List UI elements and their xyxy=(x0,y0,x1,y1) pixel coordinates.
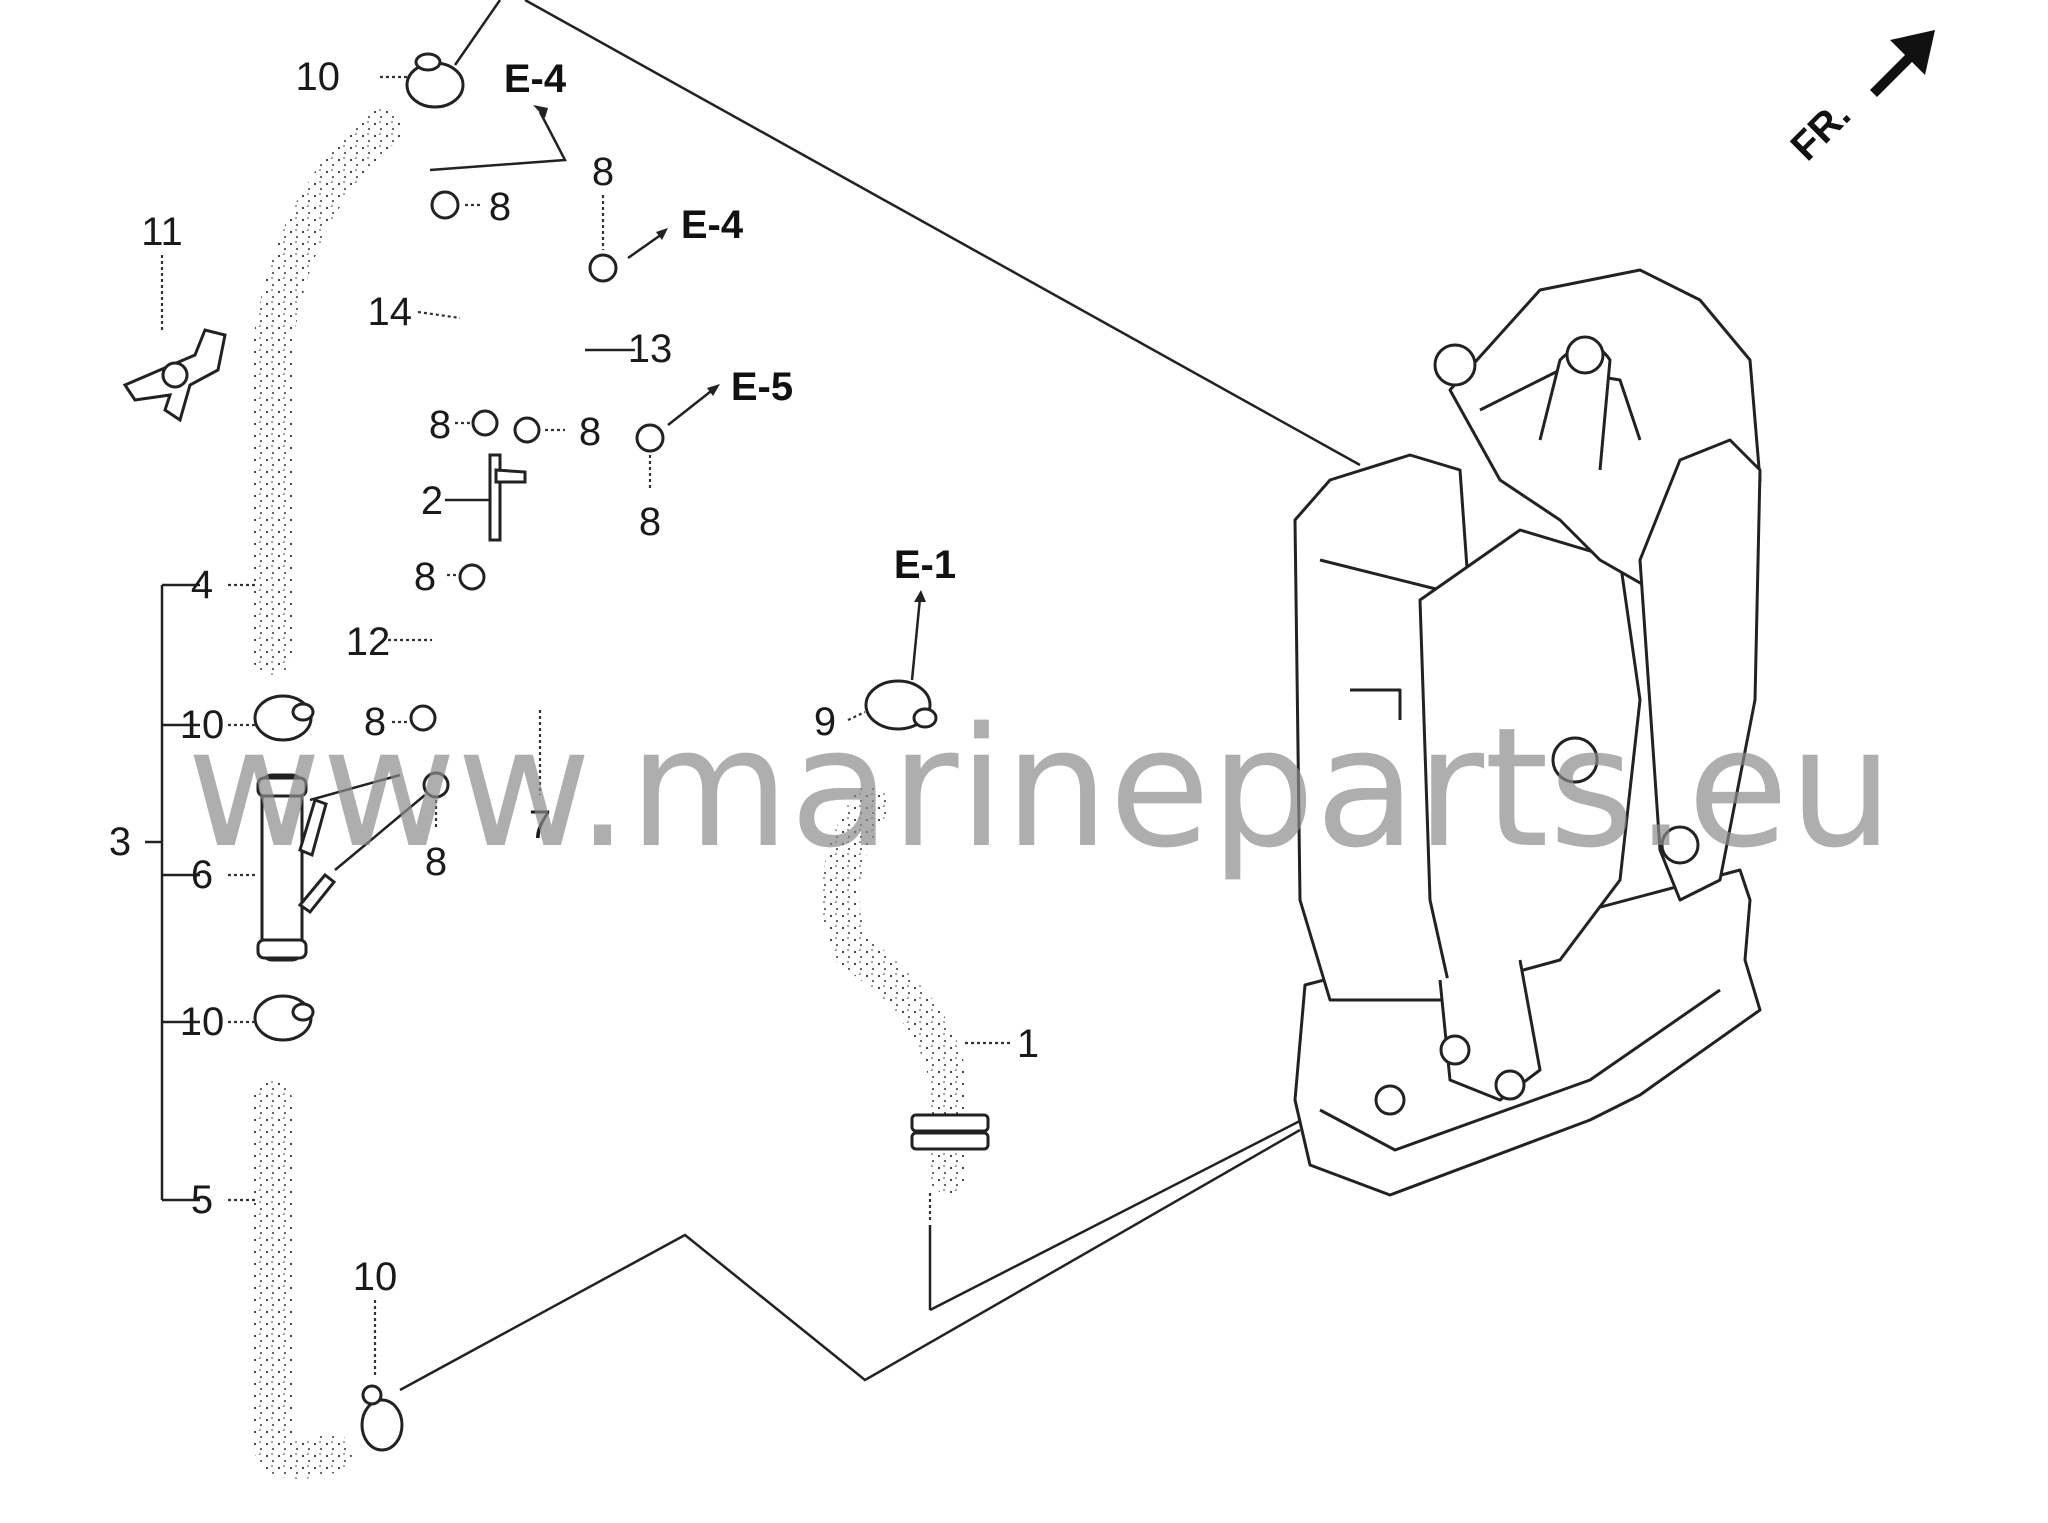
watermark: www.marineparts.eu xyxy=(187,692,1894,884)
reference-labels: E-4 E-4 E-5 E-1 xyxy=(504,57,956,587)
clamp-10-upper xyxy=(253,694,315,742)
front-label: FR. xyxy=(1782,92,1859,169)
joint-6 xyxy=(256,773,337,962)
callout-8: 8 xyxy=(425,840,447,884)
hose-1 xyxy=(818,780,990,1200)
hose-5 xyxy=(251,1074,356,1484)
callout-8: 8 xyxy=(414,555,436,599)
callout-8: 8 xyxy=(364,700,386,744)
callout-13: 13 xyxy=(628,327,673,371)
front-direction-arrow: FR. xyxy=(1782,30,1935,169)
callout-3: 3 xyxy=(109,820,131,864)
callout-10: 10 xyxy=(180,703,225,747)
callout-2: 2 xyxy=(421,479,443,523)
ref-e4-top: E-4 xyxy=(504,57,567,101)
callout-numbers: 10 11 8 8 14 13 8 8 8 2 8 12 8 8 7 4 10 … xyxy=(109,55,1039,1299)
clamps-8 xyxy=(409,190,665,799)
hose-13 xyxy=(521,296,589,409)
callout-4: 4 xyxy=(191,563,213,607)
callout-8: 8 xyxy=(592,150,614,194)
callout-10: 10 xyxy=(353,1255,398,1299)
clamp-9 xyxy=(864,679,938,731)
callout-5: 5 xyxy=(191,1178,213,1222)
callout-14: 14 xyxy=(368,290,413,334)
hose-12 xyxy=(425,595,472,690)
engine-assembly xyxy=(1293,268,1762,1197)
ref-e1: E-1 xyxy=(894,543,956,587)
callout-6: 6 xyxy=(191,853,213,897)
hose-7 xyxy=(453,458,632,777)
callout-8: 8 xyxy=(489,185,511,229)
callout-8: 8 xyxy=(429,403,451,447)
ref-e4-right: E-4 xyxy=(681,203,744,247)
callout-11: 11 xyxy=(141,210,183,254)
leader-lines xyxy=(145,75,1010,1375)
clamp-10-top xyxy=(405,52,465,109)
joint-2 xyxy=(488,453,527,542)
callout-8: 8 xyxy=(579,410,601,454)
callout-7: 7 xyxy=(529,803,551,847)
clamp-10-bottom xyxy=(360,1384,404,1452)
hose-14 xyxy=(446,231,489,394)
callout-12: 12 xyxy=(346,620,391,664)
callout-8: 8 xyxy=(639,500,661,544)
hose-4 xyxy=(251,104,406,681)
callout-10: 10 xyxy=(180,1000,225,1044)
bracket-11 xyxy=(122,328,227,423)
ref-e5: E-5 xyxy=(731,365,793,409)
callout-10: 10 xyxy=(296,55,341,99)
callout-1: 1 xyxy=(1017,1022,1039,1066)
clamp-10-lower xyxy=(253,994,315,1042)
callout-9: 9 xyxy=(814,700,836,744)
